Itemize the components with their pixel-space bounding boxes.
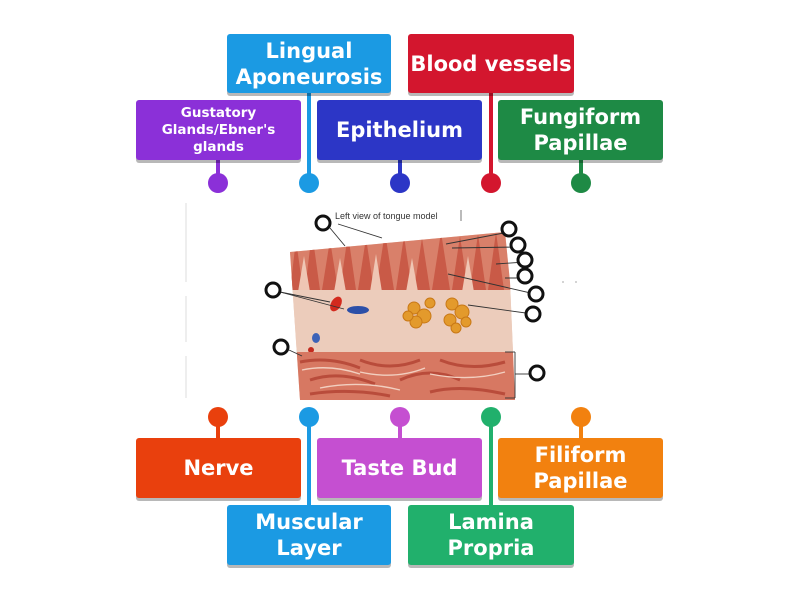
hotspot-marker[interactable]: [274, 340, 288, 354]
hotspot-marker[interactable]: [518, 253, 532, 267]
hotspot-marker[interactable]: [511, 238, 525, 252]
label-gustatory-glands[interactable]: Gustatory Glands/Ebner's glands: [136, 100, 301, 160]
label-fungiform-papillae[interactable]: Fungiform Papillae: [498, 100, 663, 160]
label-text: Lingual Aponeurosis: [227, 38, 391, 90]
label-lingual-aponeurosis[interactable]: Lingual Aponeurosis: [227, 34, 391, 93]
label-text: Fungiform Papillae: [518, 104, 643, 156]
label-text: Taste Bud: [342, 455, 458, 481]
hotspot-marker[interactable]: [518, 269, 532, 283]
label-filiform-papillae[interactable]: Filiform Papillae: [498, 438, 663, 498]
label-text: Gustatory Glands/Ebner's glands: [154, 105, 283, 156]
label-text: Nerve: [183, 455, 253, 481]
label-epithelium[interactable]: Epithelium: [317, 100, 482, 160]
label-blood-vessels[interactable]: Blood vessels: [408, 34, 574, 93]
hotspot-marker[interactable]: [529, 287, 543, 301]
label-text: Blood vessels: [410, 51, 571, 77]
hotspot-marker[interactable]: [502, 222, 516, 236]
label-text: Lamina Propria: [438, 509, 544, 561]
hotspot-marker[interactable]: [526, 307, 540, 321]
label-nerve[interactable]: Nerve: [136, 438, 301, 498]
hotspot-marker[interactable]: [266, 283, 280, 297]
label-text: Filiform Papillae: [518, 442, 643, 494]
label-muscular-layer[interactable]: Muscular Layer: [227, 505, 391, 565]
hotspot-marker[interactable]: [530, 366, 544, 380]
label-text: Epithelium: [336, 117, 463, 143]
image-caption: Left view of tongue model: [335, 211, 438, 221]
tissue-block: [280, 220, 520, 410]
label-lamina-propria[interactable]: Lamina Propria: [408, 505, 574, 565]
hotspot-marker[interactable]: [316, 216, 330, 230]
label-taste-bud[interactable]: Taste Bud: [317, 438, 482, 498]
label-text: Muscular Layer: [255, 509, 362, 561]
